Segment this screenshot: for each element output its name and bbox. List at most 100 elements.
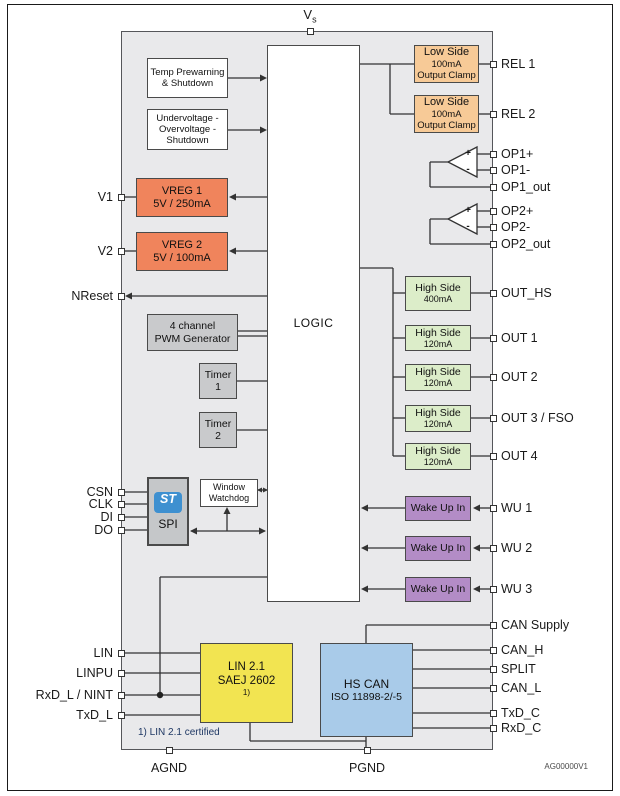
pin-label-out3: OUT 3 / FSO (501, 411, 574, 425)
pin-do (117, 526, 125, 534)
vs-label: Vs (290, 7, 330, 25)
pin-op2-plus (489, 207, 497, 215)
highside-line2: 120mA (423, 378, 453, 389)
undervoltage-block: Undervoltage - Overvoltage - Shutdown (147, 109, 228, 150)
highside-out1-block: High Side 120mA (405, 325, 471, 351)
spi-block: ST SPI (147, 477, 189, 546)
logic-block: LOGIC (267, 45, 360, 602)
op1-minus-sign: - (466, 164, 470, 175)
pin-linpu (117, 669, 125, 677)
pin-label-op1m: OP1- (501, 163, 531, 177)
lin-line2: SAEJ 2602 1) (218, 675, 276, 705)
figure-id-watermark: AG00000V1 (544, 762, 588, 771)
lin-line1: LIN 2.1 (227, 661, 266, 674)
timer1-line2: 1 (215, 381, 221, 393)
st-logo-icon: ST (154, 491, 182, 513)
pin-label-do: DO (94, 523, 113, 537)
pin-op1-plus (489, 150, 497, 158)
vs-sub: s (312, 14, 317, 25)
pin-label-out2: OUT 2 (501, 370, 538, 384)
pin-label-can-supply: CAN Supply (501, 618, 570, 632)
lowside1-line2: 100mA (431, 59, 462, 71)
wakeup3-block: Wake Up In (405, 577, 471, 602)
pin-label-canl: CAN_L (501, 681, 542, 695)
lowside2-line2: 100mA (431, 109, 462, 121)
pin-pgnd (363, 746, 371, 754)
pin-label-op1out: OP1_out (501, 180, 551, 194)
pin-can-supply (489, 621, 497, 629)
pin-label-op1p: OP1+ (501, 147, 534, 161)
pin-label-wu1: WU 1 (501, 501, 533, 515)
pin-canh (489, 646, 497, 654)
highside-line1: High Side (415, 282, 461, 294)
pin-clk (117, 500, 125, 508)
pin-op2-minus (489, 223, 497, 231)
timer2-line1: Timer (204, 417, 232, 430)
pin-label-ouths: OUT_HS (501, 286, 552, 300)
wakeup-label: Wake Up In (410, 583, 466, 596)
pin-wu3 (489, 585, 497, 593)
vreg1-line1: VREG 1 (161, 184, 203, 197)
pin-vs (306, 27, 314, 35)
wakeup-label: Wake Up In (410, 542, 466, 555)
pin-txdc (489, 709, 497, 717)
pin-rxdc (489, 724, 497, 732)
vreg2-line2: 5V / 100mA (153, 251, 211, 264)
temp-line1: Temp Prewarning (150, 66, 225, 78)
pin-wu1 (489, 504, 497, 512)
lowside2-line3: Output Clamp (417, 120, 476, 132)
pin-ouths (489, 289, 497, 297)
pin-label-clk: CLK (88, 497, 113, 511)
highside-ouths-block: High Side 400mA (405, 276, 471, 311)
pin-label-op2p: OP2+ (501, 204, 534, 218)
lowside1-block: Low Side 100mA Output Clamp (414, 45, 479, 83)
op2-plus-sign: + (465, 205, 471, 216)
pin-wu2 (489, 544, 497, 552)
pgnd-label: PGND (348, 761, 386, 775)
lin-certified-footnote: 1) LIN 2.1 certified (138, 727, 220, 738)
pin-v1 (117, 193, 125, 201)
hs-can-transceiver-block: HS CAN ISO 11898-2/-5 (320, 643, 413, 737)
vreg1-line2: 5V / 250mA (153, 197, 211, 210)
temp-line2: & Shutdown (161, 78, 214, 89)
highside-line2: 120mA (423, 338, 453, 349)
highside-line2: 120mA (423, 457, 453, 468)
can-line1: HS CAN (343, 676, 390, 691)
window-watchdog-block: Window Watchdog (200, 479, 258, 507)
pin-label-rxdc: RxD_C (501, 721, 542, 735)
highside-out3-block: High Side 120mA (405, 405, 471, 432)
pin-out2 (489, 373, 497, 381)
lin-transceiver-block: LIN 2.1 SAEJ 2602 1) (200, 643, 293, 723)
pin-csn (117, 488, 125, 496)
highside-out2-block: High Side 120mA (405, 364, 471, 391)
pin-nreset (117, 292, 125, 300)
lowside2-line1: Low Side (423, 96, 470, 109)
pin-di (117, 513, 125, 521)
highside-line2: 400mA (423, 294, 453, 305)
pin-label-out4: OUT 4 (501, 449, 538, 463)
pin-label-csn: CSN (86, 485, 113, 499)
pin-lin (117, 649, 125, 657)
wakeup1-block: Wake Up In (405, 496, 471, 521)
highside-line1: High Side (415, 407, 461, 419)
pin-label-nreset: NReset (71, 289, 113, 303)
lowside1-line1: Low Side (423, 46, 470, 59)
pin-out4 (489, 452, 497, 460)
pin-op1-minus (489, 166, 497, 174)
logic-label: LOGIC (293, 316, 334, 331)
highside-line1: High Side (415, 445, 461, 457)
pwm-generator-block: 4 channel PWM Generator (147, 314, 238, 351)
pin-label-out1: OUT 1 (501, 331, 538, 345)
timer1-block: Timer 1 (199, 363, 237, 399)
temp-prewarning-block: Temp Prewarning & Shutdown (147, 58, 228, 98)
highside-out4-block: High Side 120mA (405, 443, 471, 470)
pin-label-op2m: OP2- (501, 220, 531, 234)
figure-border (7, 4, 613, 791)
pin-rel2 (489, 110, 497, 118)
pin-out1 (489, 334, 497, 342)
pin-label-rel2: REL 2 (501, 107, 536, 121)
pin-agnd (165, 746, 173, 754)
wakeup2-block: Wake Up In (405, 536, 471, 561)
pin-out3 (489, 414, 497, 422)
pin-label-wu3: WU 3 (501, 582, 533, 596)
